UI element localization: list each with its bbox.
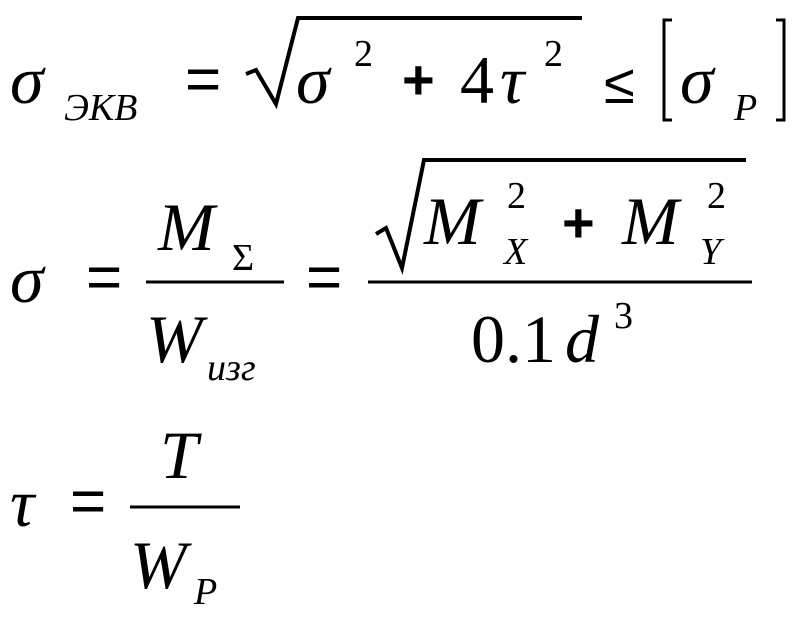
right-bracket xyxy=(776,18,786,122)
subscript-x: X xyxy=(502,231,529,273)
diameter-symbol: d xyxy=(565,301,600,377)
subscript-ekv: ЭКВ xyxy=(64,87,137,129)
moment-x-exponent: 2 xyxy=(507,175,526,217)
tau-torsion: τ xyxy=(10,465,37,541)
torque-symbol: T xyxy=(160,417,202,493)
subscript-y: Y xyxy=(700,231,725,273)
bending-stress-formula: σ = M Σ W изг = M 2 X + M 2 Y 0.1 d 3 xyxy=(10,158,752,389)
equals-sign: = xyxy=(185,45,221,114)
square-root-sign-2 xyxy=(374,158,746,275)
subscript-p-2: P xyxy=(193,571,217,613)
sigma-under-root: σ xyxy=(296,42,332,118)
plus-sign: + xyxy=(402,48,435,111)
moment-sum-symbol: M xyxy=(157,189,218,265)
coefficient-four: 4 xyxy=(460,42,494,118)
sigma-bending: σ xyxy=(10,241,46,317)
subscript-izg: изг xyxy=(207,347,256,389)
less-or-equal-sign: ≤ xyxy=(604,52,635,115)
equals-sign-1: = xyxy=(86,243,122,312)
sigma-exponent: 2 xyxy=(354,33,373,75)
tau-under-root: τ xyxy=(500,42,527,118)
sigma-equivalent: σ xyxy=(10,42,46,118)
torsion-stress-formula: τ = T W P xyxy=(10,417,240,613)
moment-x-symbol: M xyxy=(423,183,484,259)
equals-sign-2: = xyxy=(306,243,342,312)
polar-modulus-symbol: W xyxy=(130,527,192,603)
square-root-sign xyxy=(245,16,582,110)
section-modulus-symbol: W xyxy=(146,301,208,377)
sigma-allowable: σ xyxy=(680,42,716,118)
equivalent-stress-formula: σ ЭКВ = σ 2 + 4 τ 2 ≤ σ P xyxy=(10,16,786,129)
subscript-p: P xyxy=(733,87,757,129)
subscript-sigma-sum: Σ xyxy=(232,237,254,279)
tau-exponent: 2 xyxy=(544,33,563,75)
moment-y-exponent: 2 xyxy=(707,175,726,217)
plus-sign-2: + xyxy=(562,191,595,254)
equals-sign-3: = xyxy=(70,467,106,536)
left-bracket xyxy=(662,18,672,122)
coefficient-point-one: 0.1 xyxy=(471,301,556,377)
moment-y-symbol: M xyxy=(621,183,682,259)
diameter-exponent: 3 xyxy=(614,295,633,337)
